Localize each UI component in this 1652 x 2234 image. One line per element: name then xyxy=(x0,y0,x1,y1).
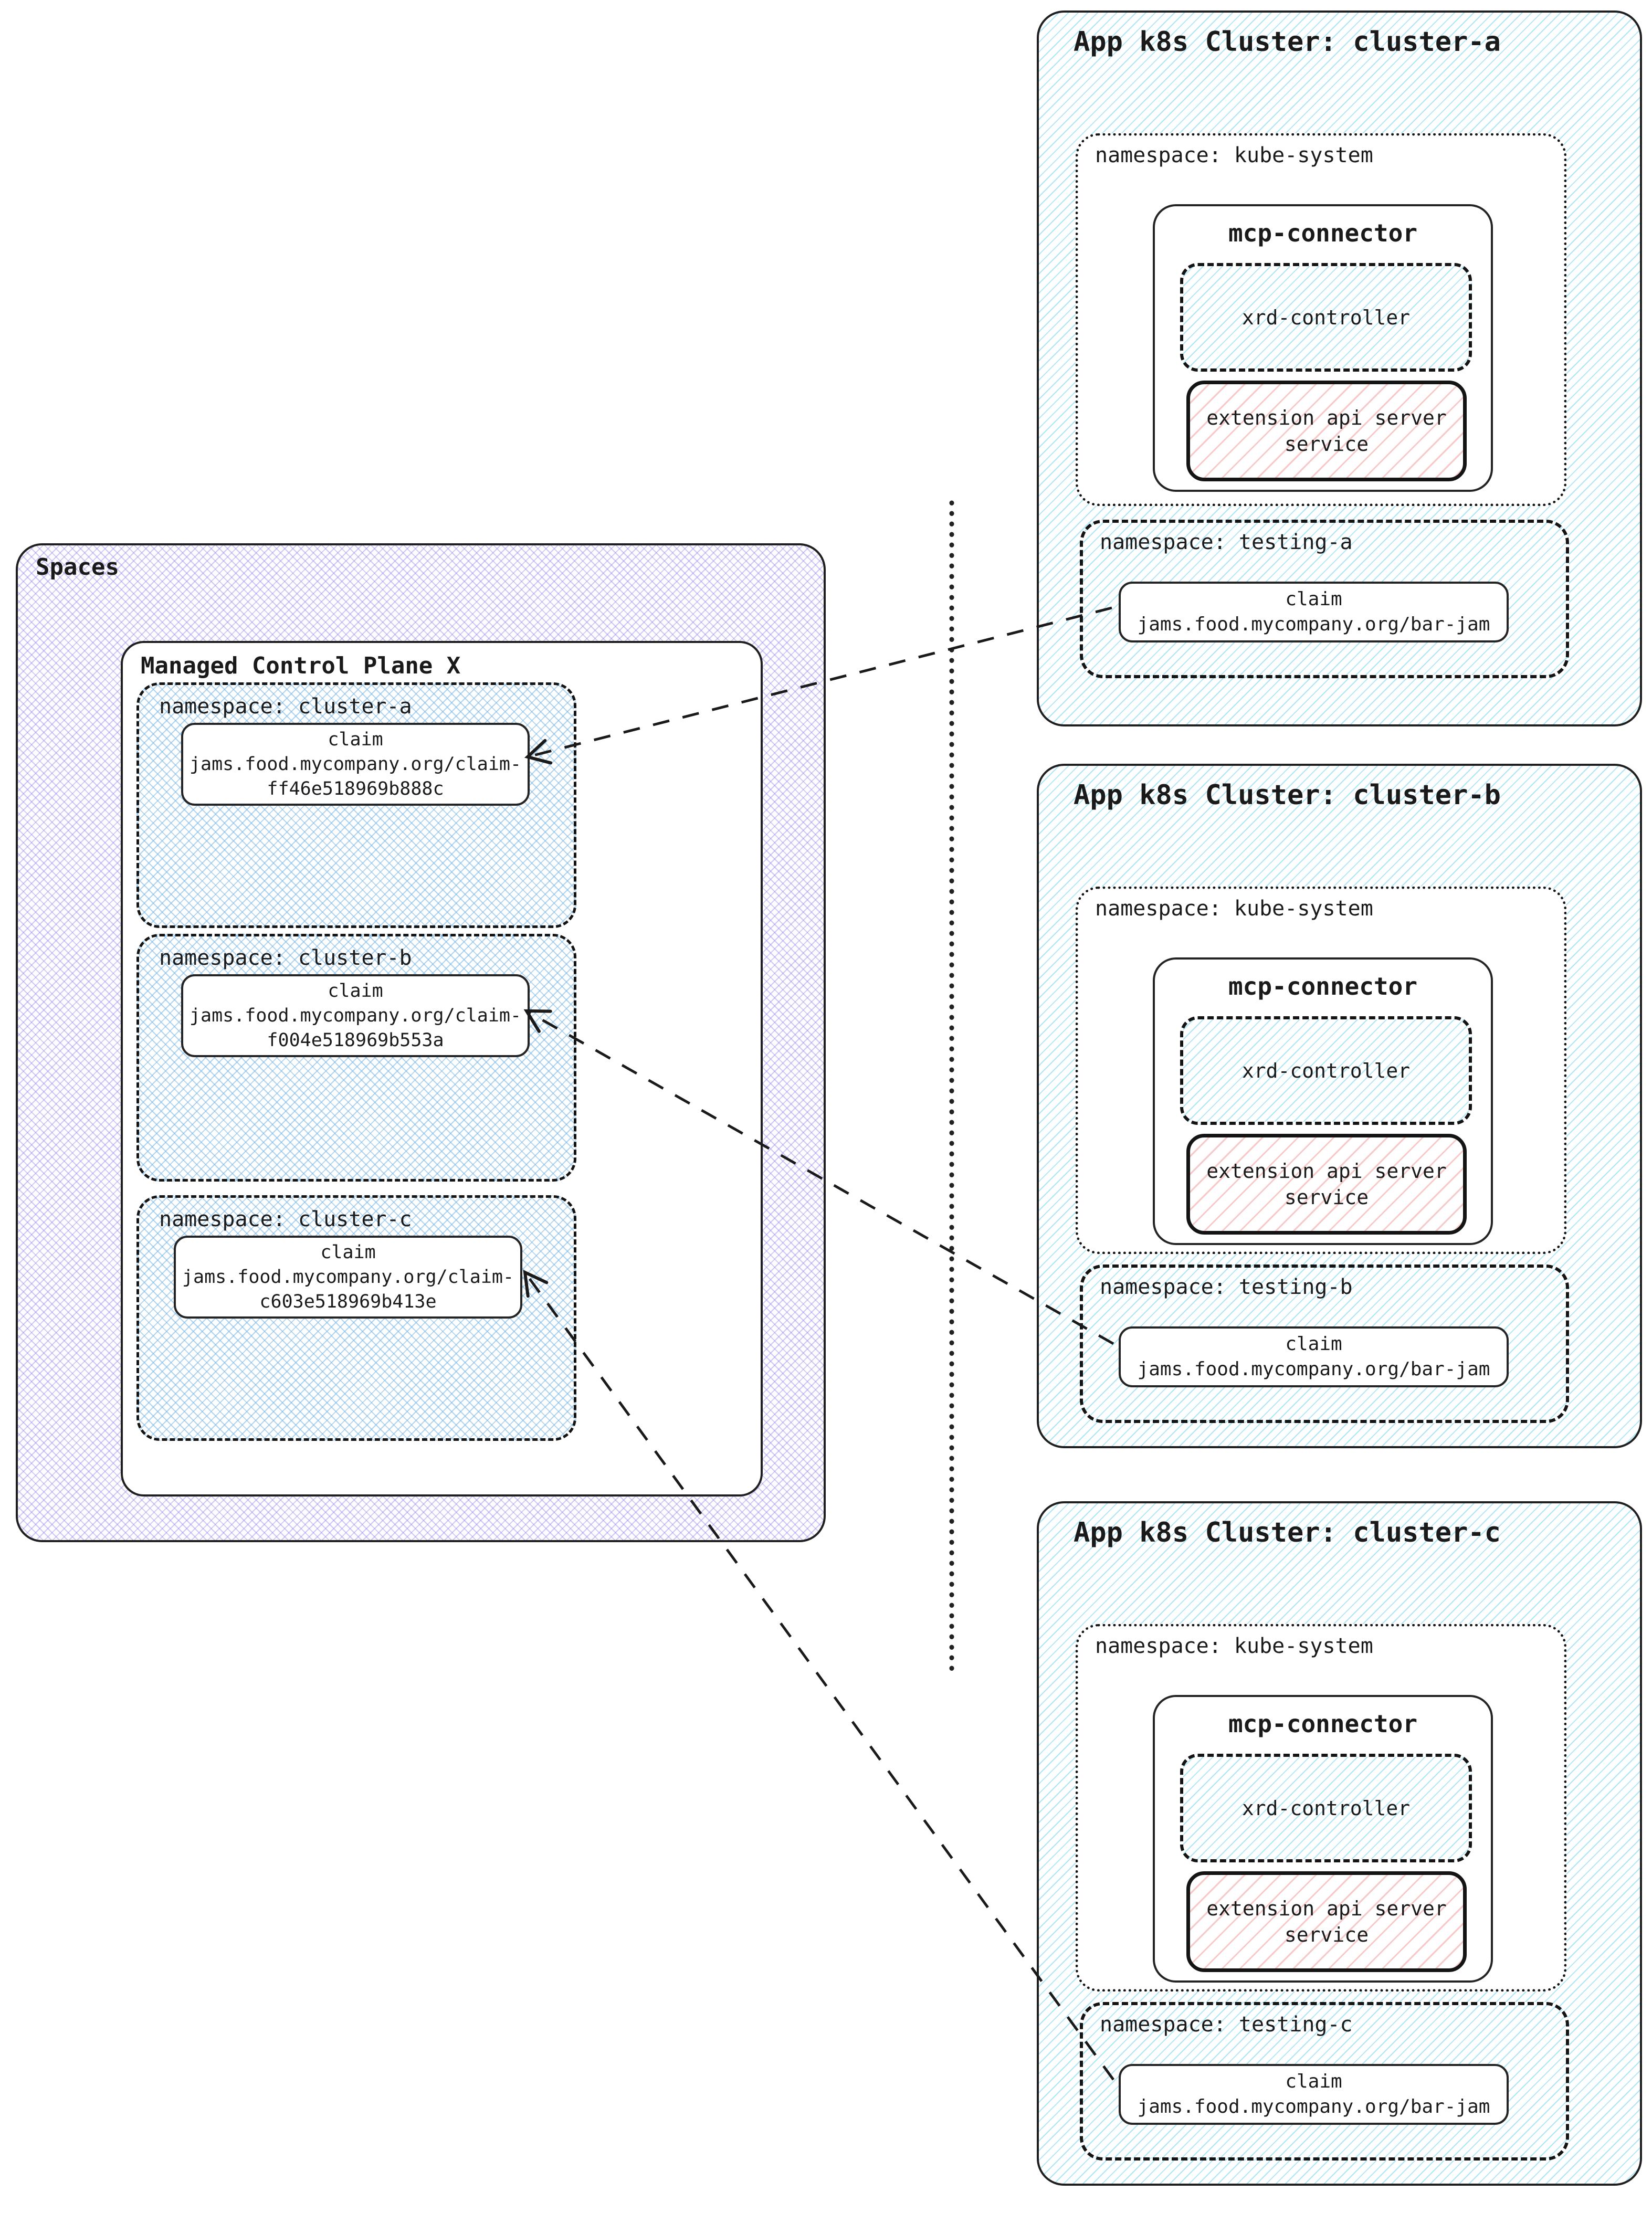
ext-api-line2: service xyxy=(1284,433,1369,456)
managed-control-plane-box: Managed Control Plane X namespace: clust… xyxy=(121,641,763,1497)
cluster-a-testing-label: namespace: testing-a xyxy=(1100,530,1353,554)
namespace-cluster-c-label: namespace: cluster-c xyxy=(159,1207,412,1231)
namespace-cluster-b-label: namespace: cluster-b xyxy=(159,946,412,970)
namespace-cluster-b-box: namespace: cluster-b claim jams.food.myc… xyxy=(136,934,576,1182)
claim-cluster-a-box: claim jams.food.mycompany.org/claim- ff4… xyxy=(181,723,530,806)
cluster-c-xrd-controller-box: xrd-controller xyxy=(1180,1754,1472,1862)
claim-resource-line2: ff46e518969b888c xyxy=(267,778,444,799)
namespace-cluster-a-label: namespace: cluster-a xyxy=(159,694,412,719)
claim-kind: claim xyxy=(1285,1333,1342,1355)
cluster-c-testing-namespace-box: namespace: testing-c claim jams.food.myc… xyxy=(1080,2002,1569,2161)
cluster-b-kube-system-box: namespace: kube-system mcp-connector xrd… xyxy=(1076,887,1566,1254)
claim-resource: jams.food.mycompany.org/bar-jam xyxy=(1137,614,1490,635)
claim-resource: jams.food.mycompany.org/bar-jam xyxy=(1137,2096,1490,2117)
cluster-a-xrd-controller-box: xrd-controller xyxy=(1180,263,1472,372)
app-cluster-c-box: App k8s Cluster: cluster-c namespace: ku… xyxy=(1037,1501,1642,2186)
app-cluster-a-box: App k8s Cluster: cluster-a namespace: ku… xyxy=(1037,10,1642,726)
cluster-b-kube-system-label: namespace: kube-system xyxy=(1095,897,1373,921)
cluster-b-extension-api-server-box: extension api server service xyxy=(1186,1134,1467,1235)
spaces-box: Spaces Managed Control Plane X namespace… xyxy=(16,543,826,1542)
cluster-a-mcp-connector-box: mcp-connector xrd-controller extension a… xyxy=(1153,204,1493,492)
cluster-c-extension-api-server-box: extension api server service xyxy=(1186,1871,1467,1972)
cluster-a-bar-jam-claim-box: claim jams.food.mycompany.org/bar-jam xyxy=(1119,582,1509,642)
claim-cluster-b-box: claim jams.food.mycompany.org/claim- f00… xyxy=(181,974,530,1057)
ext-api-line2: service xyxy=(1284,1186,1369,1209)
claim-resource: jams.food.mycompany.org/bar-jam xyxy=(1137,1358,1490,1380)
claim-kind: claim xyxy=(1285,588,1342,610)
claim-resource-line2: f004e518969b553a xyxy=(267,1029,444,1051)
cluster-a-kube-system-label: namespace: kube-system xyxy=(1095,143,1373,167)
ext-api-line1: extension api server xyxy=(1206,1160,1447,1183)
claim-kind: claim xyxy=(328,729,383,750)
cluster-a-kube-system-box: namespace: kube-system mcp-connector xrd… xyxy=(1076,133,1566,506)
claim-kind: claim xyxy=(320,1241,376,1263)
ext-api-line1: extension api server xyxy=(1206,1897,1447,1920)
spaces-label: Spaces xyxy=(36,554,119,581)
cluster-a-mcp-connector-title: mcp-connector xyxy=(1228,219,1418,247)
cluster-c-kube-system-label: namespace: kube-system xyxy=(1095,1634,1373,1658)
cluster-b-testing-namespace-box: namespace: testing-b claim jams.food.myc… xyxy=(1080,1264,1569,1423)
claim-kind: claim xyxy=(1285,2071,1342,2092)
namespace-cluster-c-box: namespace: cluster-c claim jams.food.myc… xyxy=(136,1195,576,1441)
cluster-a-testing-namespace-box: namespace: testing-a claim jams.food.myc… xyxy=(1080,520,1569,678)
cluster-c-kube-system-box: namespace: kube-system mcp-connector xrd… xyxy=(1076,1624,1566,1991)
claim-kind: claim xyxy=(328,980,383,1002)
cluster-b-bar-jam-claim-box: claim jams.food.mycompany.org/bar-jam xyxy=(1119,1326,1509,1387)
cluster-b-testing-label: namespace: testing-b xyxy=(1100,1275,1353,1299)
app-cluster-a-title: App k8s Cluster: cluster-a xyxy=(1074,26,1501,58)
ext-api-line1: extension api server xyxy=(1206,406,1447,429)
cluster-b-xrd-controller-box: xrd-controller xyxy=(1180,1016,1472,1125)
ext-api-line2: service xyxy=(1284,1923,1369,1946)
claim-resource-line1: jams.food.mycompany.org/claim- xyxy=(189,753,522,775)
cluster-b-mcp-connector-box: mcp-connector xrd-controller extension a… xyxy=(1153,957,1493,1245)
app-cluster-c-title: App k8s Cluster: cluster-c xyxy=(1074,1517,1501,1548)
namespace-cluster-a-box: namespace: cluster-a claim jams.food.myc… xyxy=(136,682,576,928)
claim-resource-line2: c603e518969b413e xyxy=(259,1291,437,1312)
claim-resource-line1: jams.food.mycompany.org/claim- xyxy=(189,1005,522,1026)
claim-cluster-c-box: claim jams.food.mycompany.org/claim- c60… xyxy=(174,1236,522,1319)
claim-resource-line1: jams.food.mycompany.org/claim- xyxy=(182,1266,514,1288)
cluster-a-extension-api-server-box: extension api server service xyxy=(1186,381,1467,481)
cluster-c-mcp-connector-box: mcp-connector xrd-controller extension a… xyxy=(1153,1695,1493,1983)
app-cluster-b-title: App k8s Cluster: cluster-b xyxy=(1074,779,1501,811)
app-cluster-b-box: App k8s Cluster: cluster-b namespace: ku… xyxy=(1037,764,1642,1448)
cluster-c-testing-label: namespace: testing-c xyxy=(1100,2012,1353,2037)
managed-control-plane-label: Managed Control Plane X xyxy=(141,652,461,679)
cluster-c-bar-jam-claim-box: claim jams.food.mycompany.org/bar-jam xyxy=(1119,2064,1509,2125)
cluster-b-mcp-connector-title: mcp-connector xyxy=(1228,972,1418,1000)
cluster-c-mcp-connector-title: mcp-connector xyxy=(1228,1710,1418,1738)
